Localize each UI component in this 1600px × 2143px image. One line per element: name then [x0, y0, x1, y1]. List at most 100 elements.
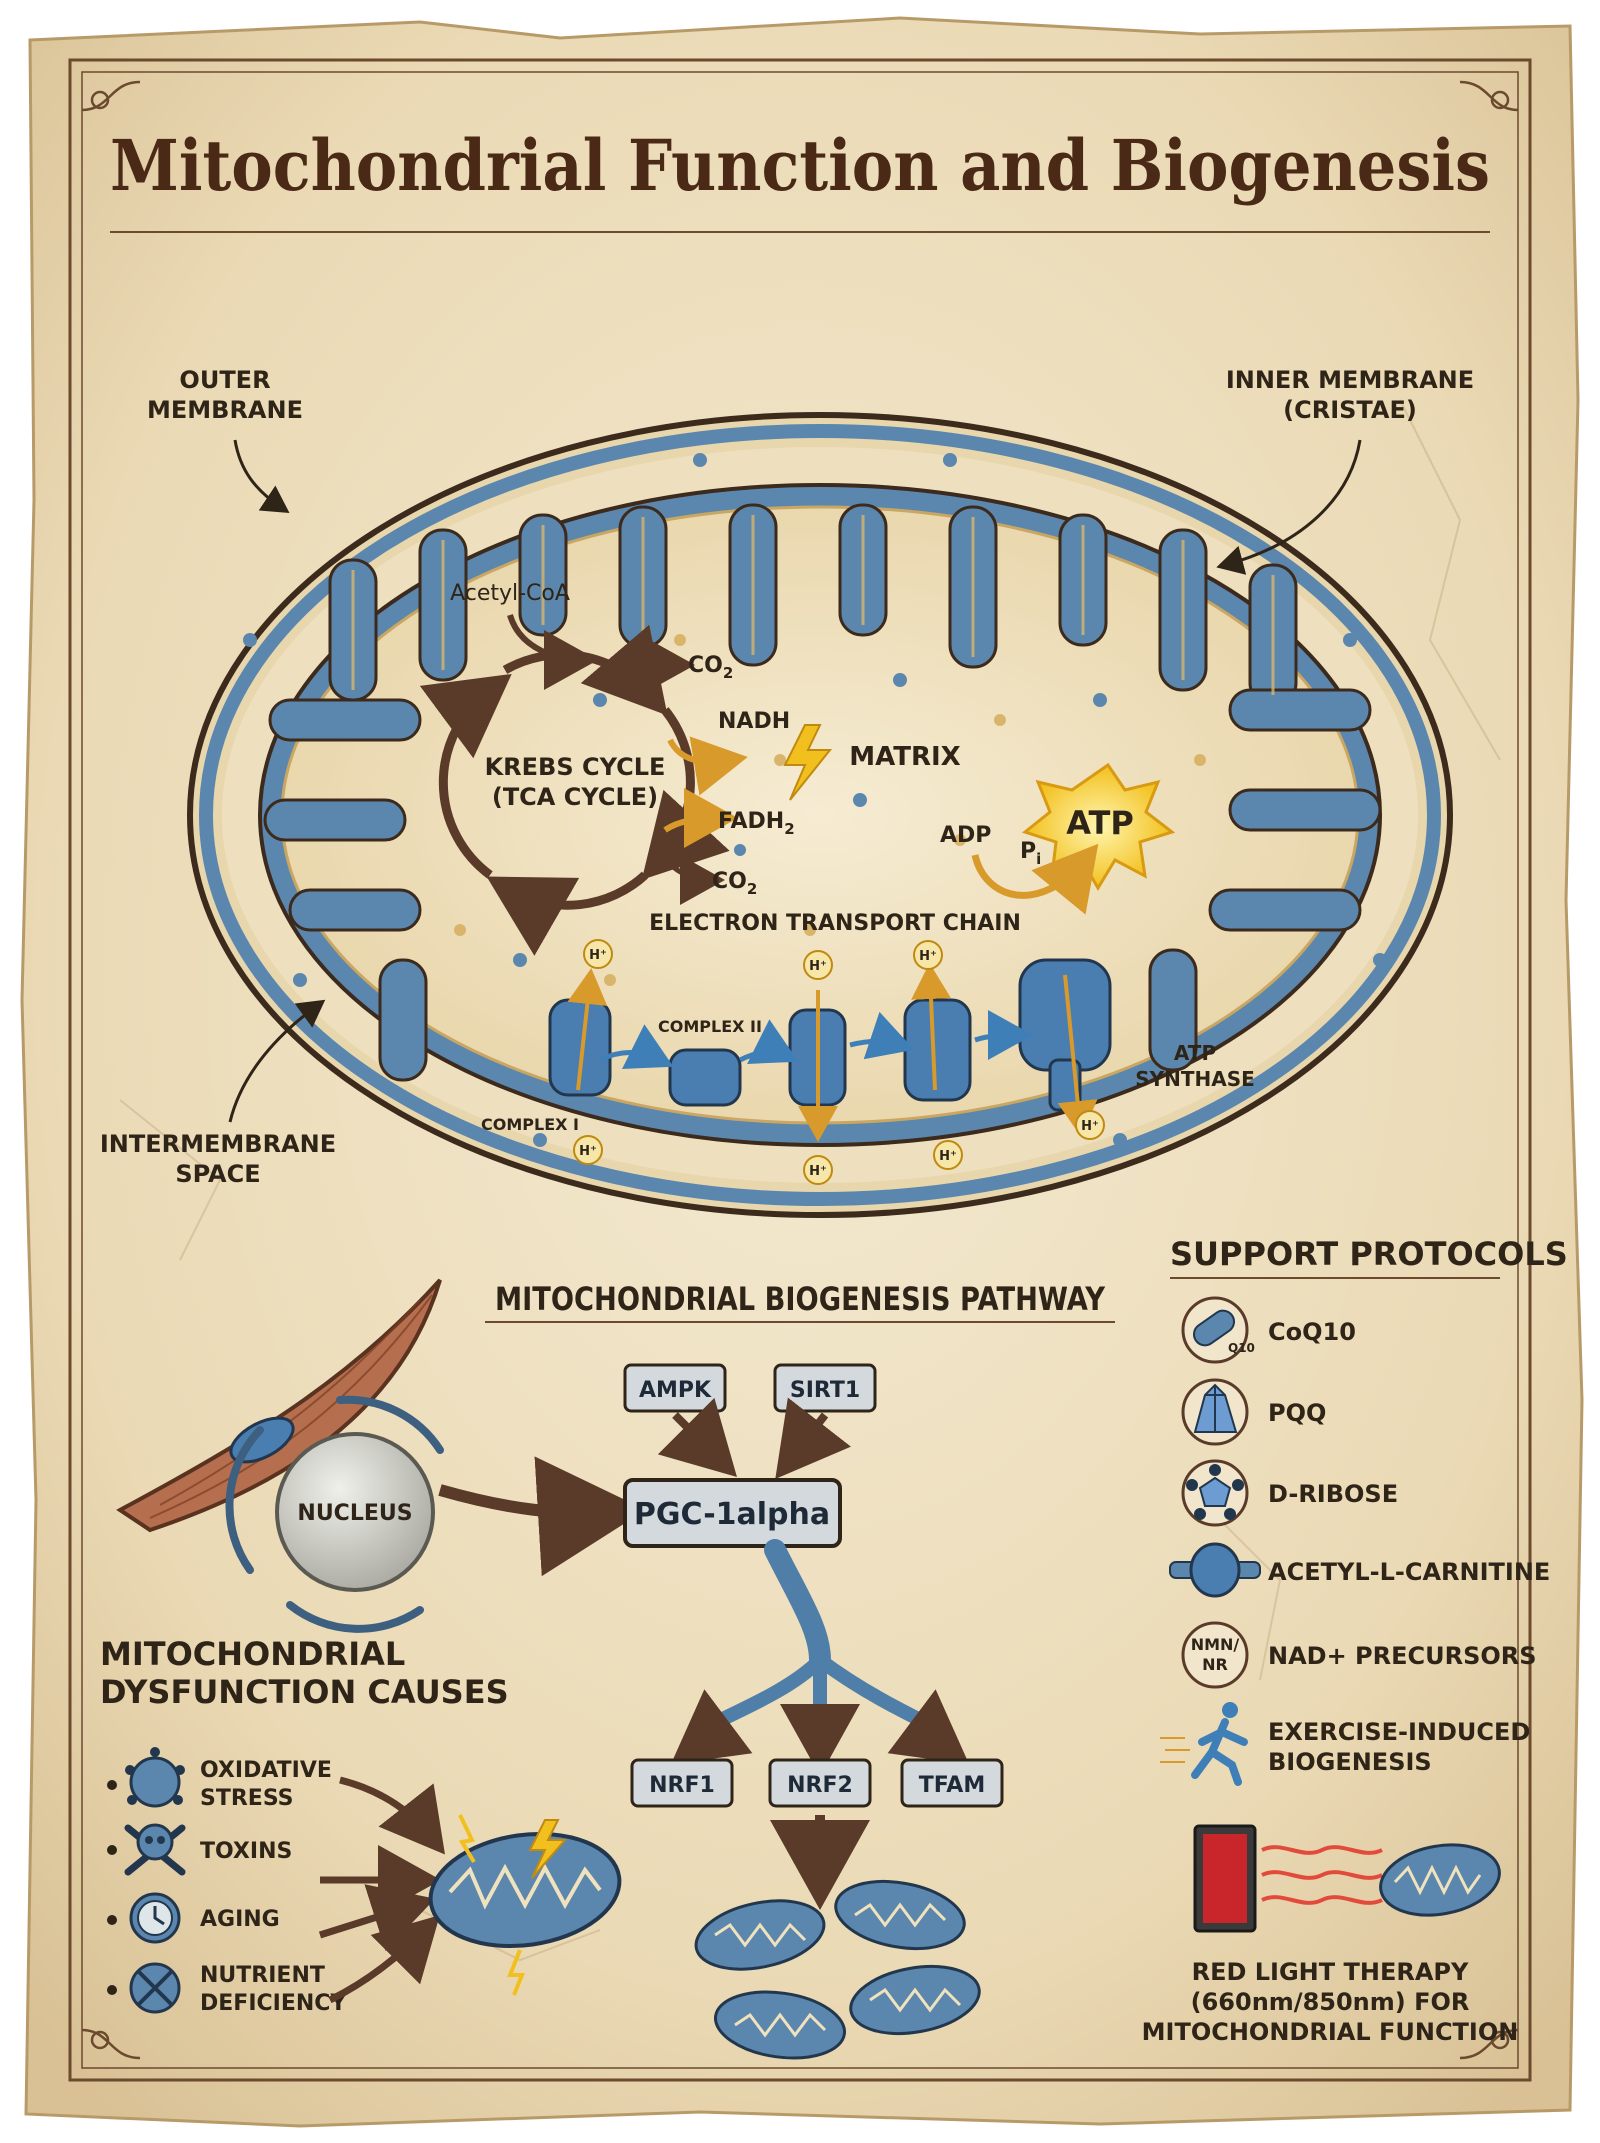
pgc-1alpha-label: PGC-1alpha [634, 1497, 830, 1532]
nadh-arrow [667, 736, 748, 796]
pgc-branch-trunk [764, 1539, 831, 1671]
complex-1-label: COMPLEX I [481, 1115, 579, 1134]
treated-mitochondrion-icon [1379, 1843, 1501, 1917]
co2-bottom-arrow [657, 848, 725, 905]
dysfunction-item-oxidative-stress: OXIDATIVE STRESS [107, 1747, 332, 1811]
nadh-label: NADH [718, 709, 790, 734]
proton-label: H⁺ [809, 959, 827, 974]
adp-label: ADP [940, 823, 991, 848]
krebs-cycle-label-1: KREBS CYCLE [485, 753, 666, 781]
co2-top-arrow [627, 640, 695, 692]
nad-precursors-label: NAD+ PRECURSORS [1268, 1642, 1537, 1670]
tfam-box [900, 1758, 1004, 1808]
support-item-coq10: Q10 CoQ10 [1181, 1296, 1356, 1364]
pathway-heading: MITOCHONDRIAL BIOGENESIS PATHWAY [495, 1280, 1106, 1318]
support-heading: SUPPORT PROTOCOLS [1170, 1235, 1568, 1273]
proton-label: H⁺ [809, 1164, 827, 1179]
proton-label: H⁺ [919, 949, 937, 964]
frame-corner-ornaments [81, 80, 1519, 2060]
acetyl-coa-label: Acetyl-CoA [450, 581, 570, 606]
inner-membrane-pointer [1216, 439, 1362, 575]
outer-membrane-pointer [233, 439, 290, 513]
pgc-1alpha-box [623, 1478, 842, 1548]
nucleus-to-pgc-arrow [438, 1456, 646, 1577]
intermembrane-space-label-1: INTERMEMBRANE [100, 1130, 336, 1158]
etc-complexes [548, 958, 1112, 1112]
red-light-label-2: (660nm/850nm) FOR [1191, 1988, 1470, 2016]
proton-label: H⁺ [589, 948, 607, 963]
proton-label: H⁺ [579, 1144, 597, 1159]
krebs-cycle-label-2: (TCA CYCLE) [492, 783, 658, 811]
co2-top-label: CO2 [688, 653, 733, 682]
complex-2-protein [668, 1048, 742, 1107]
acetyl-coa-arrow [507, 614, 598, 690]
co2-bottom-label: CO2 [712, 869, 757, 898]
nucleus-icon [225, 1395, 444, 1633]
d-ribose-label: D-RIBOSE [1268, 1480, 1398, 1508]
page-title: Mitochondrial Function and Biogenesis [110, 124, 1490, 207]
tfam-label: TFAM [919, 1773, 985, 1798]
runner-icon [1191, 1702, 1248, 1786]
clock-icon [129, 1892, 181, 1944]
nutrient-deficiency-label-1: NUTRIENT [200, 1963, 325, 1988]
outer-frame [68, 58, 1532, 2082]
fadh2-label: FADH2 [718, 809, 795, 838]
intermembrane-space-label-2: SPACE [175, 1160, 260, 1188]
proton-label: H⁺ [939, 1149, 957, 1164]
atp-synthase-label-1: ATP [1174, 1041, 1216, 1065]
dysfunction-heading-1: MITOCHONDRIAL [100, 1635, 405, 1673]
nutrient-deficiency-label-2: DEFICIENCY [200, 1991, 347, 2016]
red-light-label-3: MITOCHONDRIAL FUNCTION [1142, 2018, 1519, 2046]
nrf2-label: NRF2 [787, 1773, 853, 1798]
red-light-waves [1261, 1845, 1383, 1905]
nr-label: NR [1202, 1655, 1228, 1674]
dysfunction-item-aging: AGING [107, 1892, 280, 1944]
nrf1-arrow [670, 1689, 753, 1765]
crystal-icon [1193, 1383, 1238, 1433]
nucleus-label: NUCLEUS [297, 1501, 412, 1526]
exercise-label-1: EXERCISE-INDUCED [1268, 1718, 1530, 1746]
support-item-d-ribose: D-RIBOSE [1181, 1459, 1398, 1527]
proton-markers [573, 939, 1105, 1185]
matrix-label: MATRIX [849, 742, 960, 772]
tfam-arrow [887, 1689, 970, 1765]
sirt1-label: SIRT1 [790, 1378, 860, 1403]
q10-label: Q10 [1228, 1341, 1255, 1355]
atp-label: ATP [1066, 804, 1134, 842]
complex-2-label: COMPLEX II [658, 1017, 762, 1036]
outer-membrane-label-2: MEMBRANE [147, 396, 303, 424]
aging-label: AGING [200, 1907, 280, 1932]
ampk-arrow [657, 1397, 737, 1477]
inner-membrane-label-1: INNER MEMBRANE [1226, 366, 1474, 394]
new-mitochondria-icon [694, 1880, 981, 2060]
oxidative-stress-icon [125, 1747, 185, 1808]
dysfunction-arrows [318, 1776, 445, 2004]
support-item-nad-precursors: NMN/ NR NAD+ PRECURSORS [1181, 1621, 1537, 1689]
acetyl-l-carnitine-label: ACETYL-L-CARNITINE [1268, 1558, 1550, 1586]
transporter-icon [1169, 1542, 1261, 1598]
proton-label: H⁺ [1081, 1119, 1099, 1134]
toxins-label: TOXINS [200, 1839, 292, 1864]
exercise-label-2: BIOGENESIS [1268, 1748, 1432, 1776]
fadh2-arrow [663, 788, 738, 849]
lightning-bolt-icon [783, 724, 833, 801]
sirt1-arrow [775, 1397, 852, 1479]
outer-membrane-label-1: OUTER [179, 366, 270, 394]
ampk-label: AMPK [639, 1378, 712, 1403]
dysfunction-heading-2: DYSFUNCTION CAUSES [100, 1673, 509, 1711]
damaged-mitochondrion-icon [428, 1814, 622, 1996]
intermembrane-space-pointer [228, 999, 326, 1123]
molecule-icon [1186, 1464, 1244, 1520]
skull-icon [124, 1823, 186, 1876]
mitochondrion-diagram: Acetyl-CoA KREBS CYCLE (TCA CYCLE) CO2 N… [187, 412, 1453, 1218]
etc-label: ELECTRON TRANSPORT CHAIN [649, 911, 1021, 936]
nrf1-box [630, 1758, 734, 1808]
capsule-icon: Q10 [1192, 1309, 1255, 1355]
red-light-label-1: RED LIGHT THERAPY [1192, 1958, 1469, 1986]
atp-synthase-label-2: SYNTHASE [1135, 1067, 1255, 1091]
inner-frame [81, 71, 1519, 2069]
nrf1-label: NRF1 [649, 1773, 715, 1798]
support-item-acetyl-l-carnitine: ACETYL-L-CARNITINE [1169, 1542, 1550, 1598]
complex-4-protein [903, 998, 972, 1102]
inner-membrane-label-2: (CRISTAE) [1283, 396, 1417, 424]
